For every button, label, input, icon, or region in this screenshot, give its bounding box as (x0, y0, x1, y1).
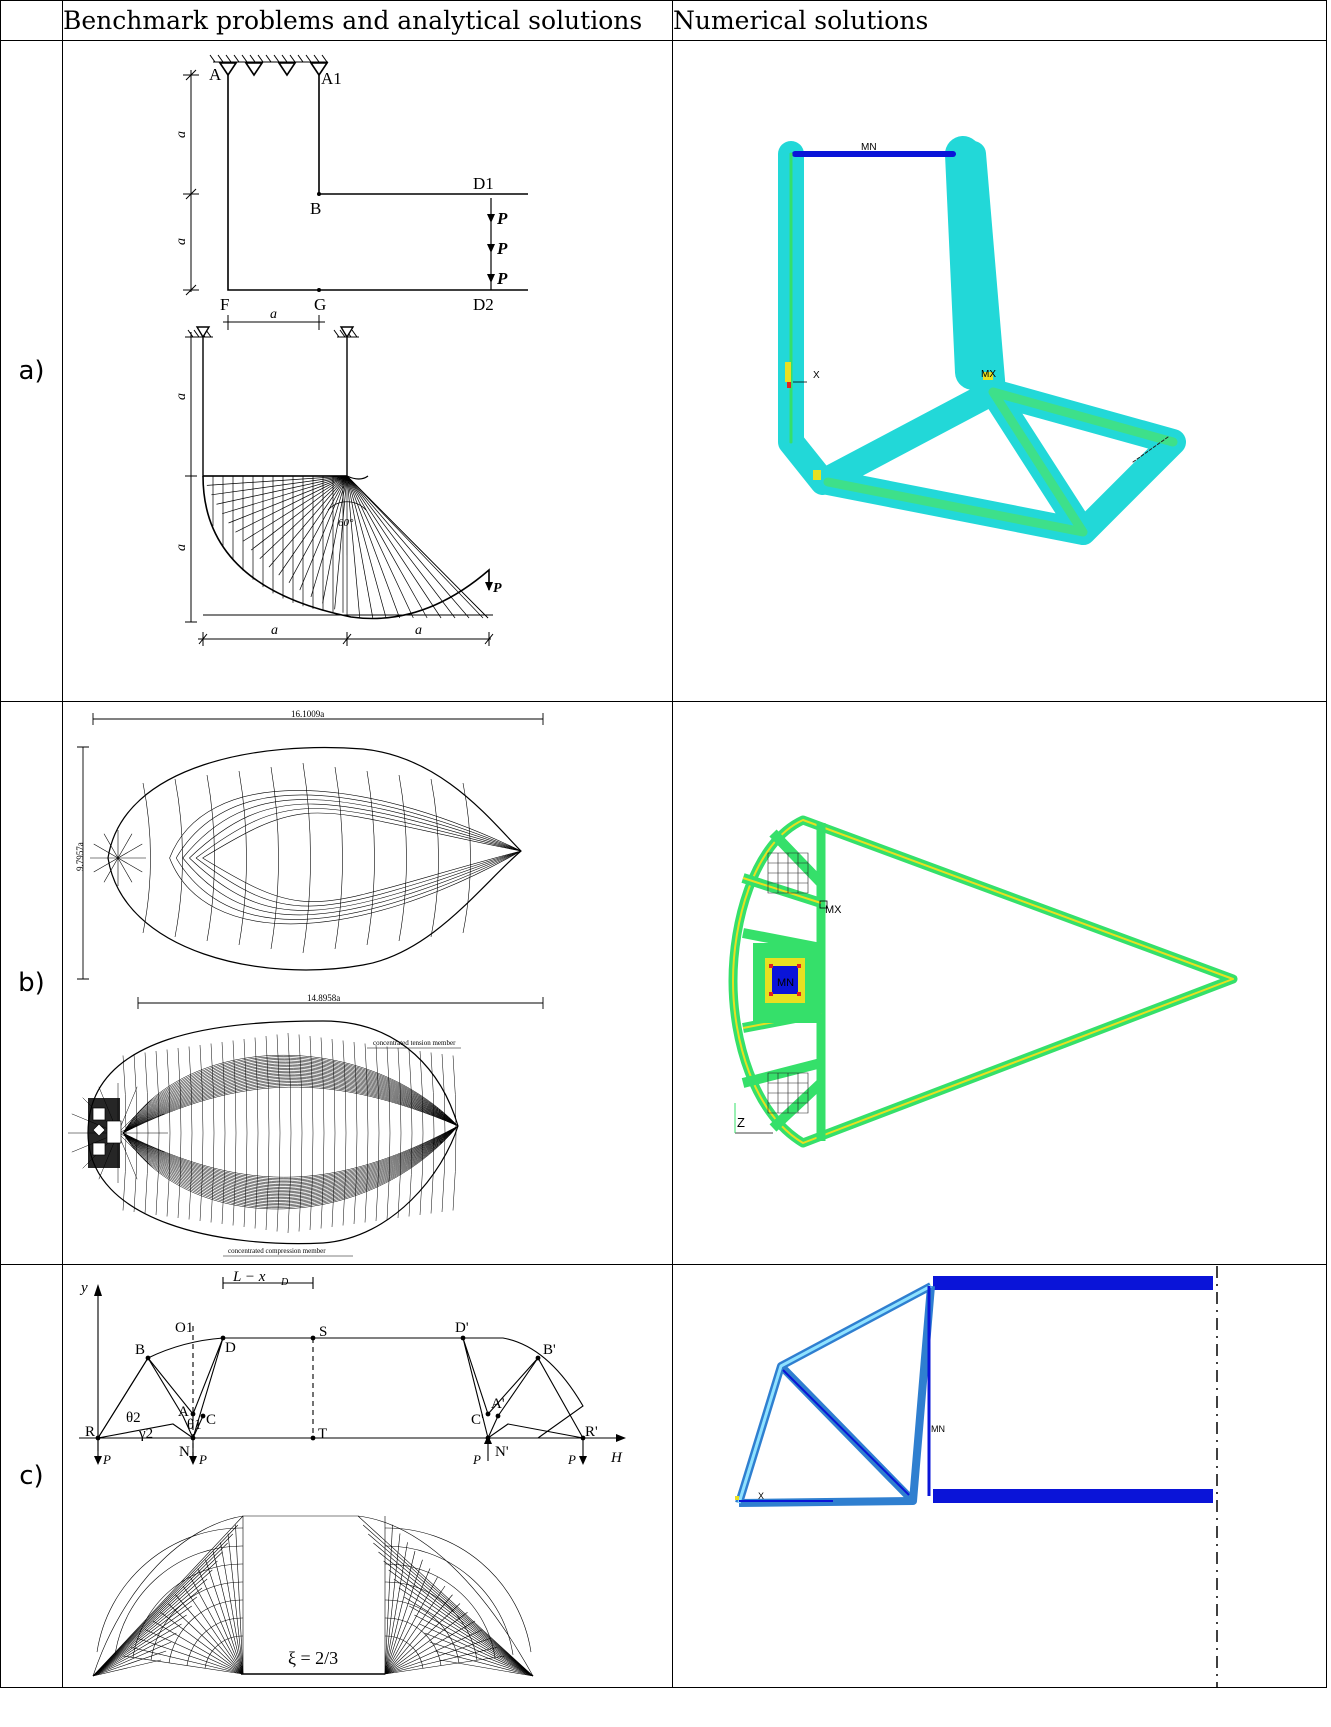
dim-height-b: 9.7957a (75, 842, 85, 871)
dim-a-lower-left-bottom: a (174, 544, 189, 551)
analytical-solution-a: A A1 B D1 D2 F G P P P a a a (62, 40, 673, 702)
load-p-3: P (496, 269, 508, 288)
topology-result-c: MN X (735, 1265, 1218, 1687)
axis-h-label: H (610, 1450, 623, 1466)
label-b-node: B (310, 199, 321, 218)
row-label-b: b) (0, 701, 63, 1265)
caption-tension: concentrated tension member (373, 1039, 456, 1047)
dim-width-b: 16.1009a (291, 709, 324, 719)
numerical-solution-a: MN MX X (672, 40, 1327, 702)
marker-mn-c: MN (931, 1424, 945, 1434)
label-a: A (178, 1404, 189, 1420)
label-b: B (135, 1342, 145, 1358)
benchmark-table: Benchmark problems and analytical soluti… (0, 0, 1327, 1688)
dim-bottom-b: 14.8958a (307, 993, 340, 1003)
label-c-prime: C' (471, 1412, 484, 1428)
header-empty-cell (0, 0, 63, 41)
axis-y-label: y (79, 1280, 88, 1296)
row-label-a: a) (0, 40, 63, 702)
dim-subscript-d: D (280, 1277, 289, 1288)
label-n-prime: N' (495, 1444, 509, 1460)
label-theta1: θ1 (187, 1417, 202, 1433)
row-label-c: c) (0, 1264, 63, 1688)
michell-cantilever-diagram: 16.1009a 14.8958a 9.7957a concentr (68, 709, 544, 1256)
marker-x-a: X (813, 370, 820, 381)
label-d1-node: D1 (473, 174, 494, 193)
label-r-prime: R' (585, 1424, 598, 1440)
formula-xi: ξ = 2/3 (288, 1648, 338, 1668)
caption-compression: concentrated compression member (228, 1247, 326, 1255)
label-o1: O1 (175, 1320, 193, 1336)
marker-z-b: Z (737, 1115, 745, 1130)
label-f-node: F (220, 295, 229, 314)
label-t: T (318, 1426, 327, 1442)
marker-x-c: X (758, 1491, 764, 1501)
analytical-solution-b: 16.1009a 14.8958a 9.7957a concentr (62, 701, 673, 1265)
analytical-solution-c: y L − x D O1 D S D' B B' A A' C C' θ2 θ1… (62, 1264, 673, 1688)
michell-bridge-diagram: y L − x D O1 D S D' B B' A A' C C' θ2 θ1… (79, 1269, 626, 1676)
label-b-prime: B' (543, 1342, 556, 1358)
load-p-c-4: P (567, 1452, 576, 1467)
label-a-prime: A' (491, 1396, 505, 1412)
load-p-c-2: P (198, 1452, 207, 1467)
label-a-node: A (209, 65, 222, 84)
marker-mx-b: MX (825, 904, 842, 916)
dim-a-left-bottom: a (174, 238, 189, 245)
dim-a-bottom: a (270, 307, 277, 322)
label-d: D (225, 1340, 236, 1356)
label-n: N (179, 1444, 190, 1460)
marker-mx-a: MX (981, 369, 996, 380)
label-r: R (85, 1424, 95, 1440)
label-s: S (319, 1324, 327, 1340)
label-gamma2: γ2 (138, 1426, 153, 1442)
label-d2-node: D2 (473, 295, 494, 314)
topology-result-b: MX MN Z (728, 815, 1238, 1147)
label-a1-node: A1 (321, 69, 342, 88)
dim-l-minus-x: L − x (232, 1269, 266, 1285)
michell-frame-diagram: A A1 B D1 D2 F G P P P a a a (174, 54, 528, 646)
load-p-2: P (496, 239, 508, 258)
label-g-node: G (314, 295, 326, 314)
dim-a-lower-bottom-left: a (271, 623, 278, 638)
dim-a-lower-bottom-right: a (415, 623, 422, 638)
numerical-solution-b: MX MN Z (672, 701, 1327, 1265)
numerical-solution-c: MN X (672, 1264, 1327, 1688)
marker-mn-a: MN (861, 142, 877, 153)
label-theta2: θ2 (126, 1410, 141, 1426)
label-d-prime: D' (455, 1320, 469, 1336)
load-p-c-1: P (102, 1452, 111, 1467)
header-numerical: Numerical solutions (672, 0, 1327, 41)
angle-label: 60° (338, 517, 354, 529)
load-p-lower: P (493, 581, 502, 596)
load-p-1: P (496, 209, 508, 228)
header-benchmark: Benchmark problems and analytical soluti… (62, 0, 673, 41)
load-p-c-3: P (472, 1452, 481, 1467)
marker-mn-b: MN (777, 977, 794, 989)
topology-result-a: MN MX X (778, 135, 1186, 545)
dim-a-lower-left-top: a (174, 393, 189, 400)
label-c: C (206, 1412, 216, 1428)
dim-a-left-top: a (174, 131, 189, 138)
